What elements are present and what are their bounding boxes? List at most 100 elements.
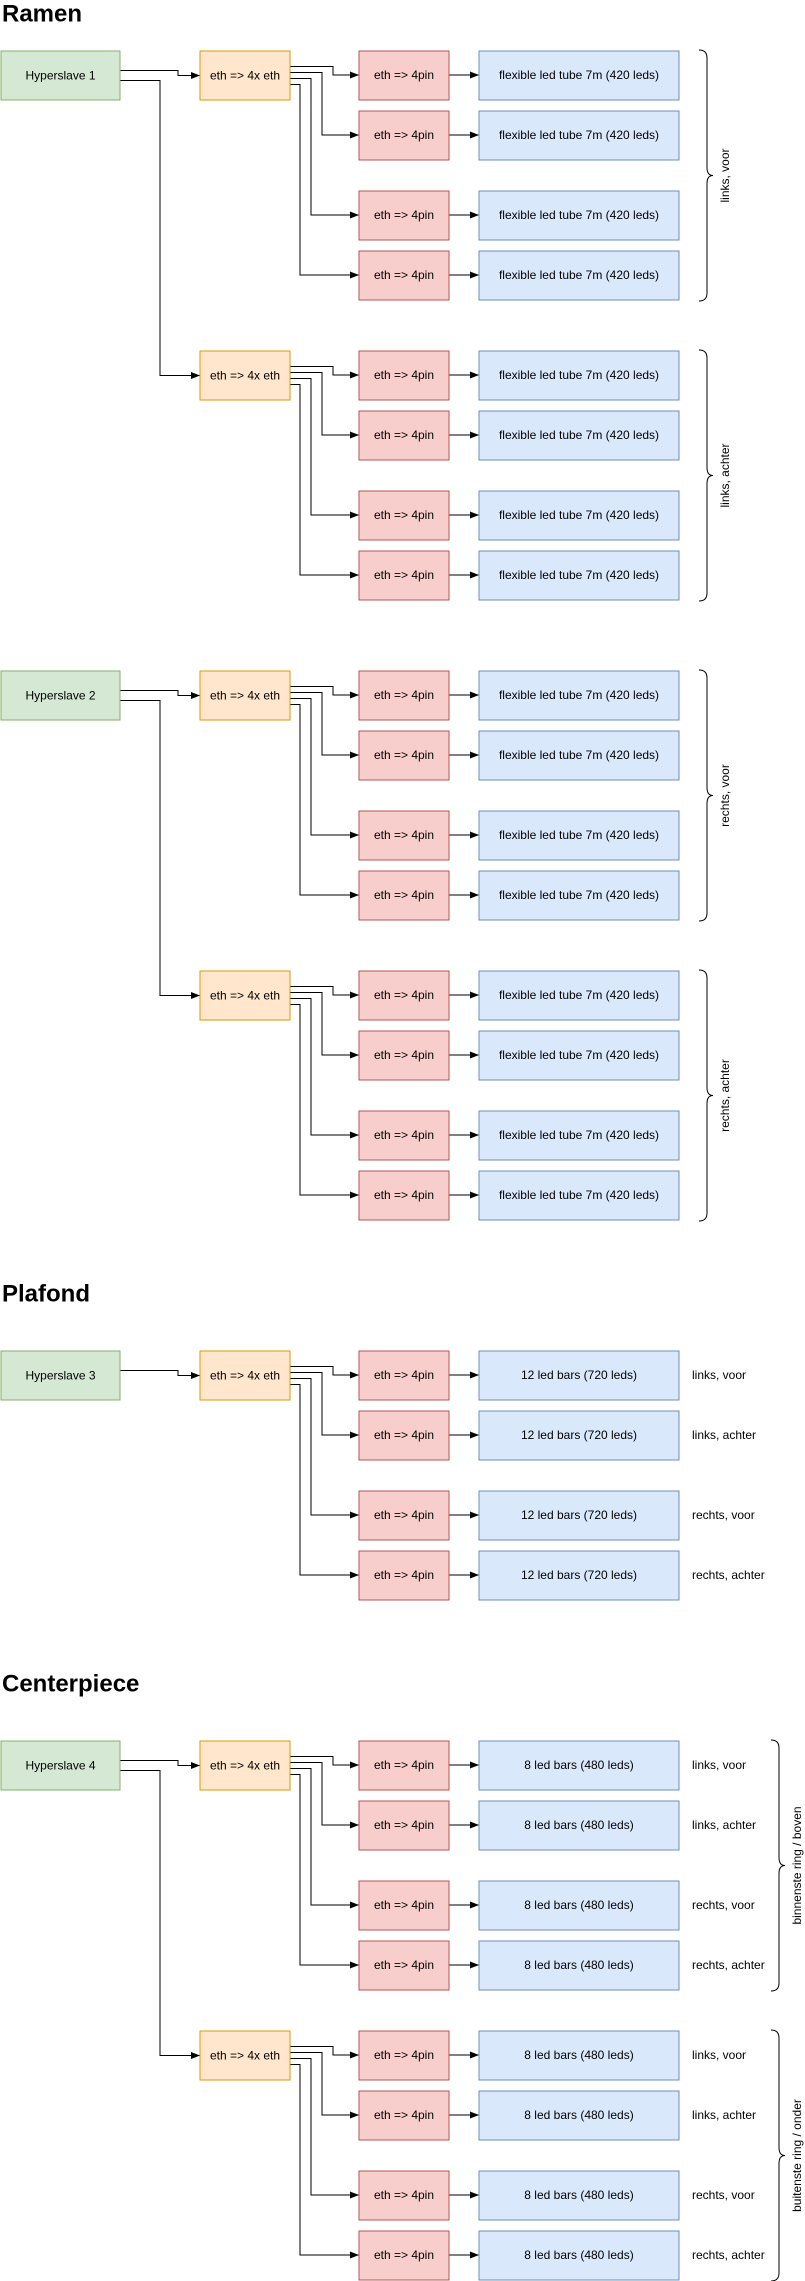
led-box: [478, 110, 680, 161]
led-box: [478, 2230, 680, 2281]
led-label: flexible led tube 7m (420 leds): [499, 368, 659, 382]
group-brace: [698, 49, 714, 302]
splitter-label: eth => 4x eth: [210, 989, 280, 1003]
adapter-box: [358, 1550, 450, 1601]
hyperslave-to-splitter-line: [120, 700, 200, 999]
connector-layer: [120, 49, 786, 2281]
splitter-to-adapter-line: [290, 1384, 359, 1579]
led-label: 12 led bars (720 leds): [521, 1568, 637, 1582]
group-brace: [698, 349, 714, 602]
splitter-to-adapter-line: [290, 992, 359, 1059]
side-label: links, achter: [692, 2108, 756, 2122]
led-label: flexible led tube 7m (420 leds): [499, 208, 659, 222]
led-box: [478, 350, 680, 401]
adapter-box: [358, 50, 450, 101]
led-label: flexible led tube 7m (420 leds): [499, 128, 659, 142]
adapter-box: [358, 730, 450, 781]
adapter-label: eth => 4pin: [374, 1128, 434, 1142]
splitter-to-adapter-line: [290, 66, 359, 79]
adapter-box: [358, 1410, 450, 1461]
led-box: [478, 1800, 680, 1851]
led-label: flexible led tube 7m (420 leds): [499, 568, 659, 582]
adapter-label: eth => 4pin: [374, 568, 434, 582]
brace-label: rechts, voor: [718, 764, 732, 827]
adapter-box: [358, 2170, 450, 2221]
led-box: [478, 490, 680, 541]
side-label: rechts, achter: [692, 1568, 765, 1582]
adapter-label: eth => 4pin: [374, 1508, 434, 1522]
hyperslave-to-splitter-line: [120, 80, 200, 379]
led-box: [478, 870, 680, 921]
led-box: [478, 1110, 680, 1161]
adapter-box: [358, 190, 450, 241]
splitter-label: eth => 4x eth: [210, 1759, 280, 1773]
splitter-to-adapter-line: [290, 1762, 359, 1829]
splitter-to-adapter-line: [290, 1768, 359, 1909]
splitter-label: eth => 4x eth: [210, 689, 280, 703]
led-label: flexible led tube 7m (420 leds): [499, 748, 659, 762]
led-box: [478, 1880, 680, 1931]
hyperslave-box: [0, 1350, 121, 1401]
led-label: flexible led tube 7m (420 leds): [499, 828, 659, 842]
hyperslave-label: Hyperslave 1: [25, 69, 95, 83]
adapter-label: eth => 4pin: [374, 1188, 434, 1202]
led-box: [478, 2030, 680, 2081]
brace-label: binnenste ring / boven: [790, 1806, 804, 1924]
splitter-to-adapter-line: [290, 2046, 359, 2059]
hyperslave-to-splitter-line: [120, 1760, 200, 1769]
hyperslave-label: Hyperslave 4: [25, 1759, 95, 1773]
adapter-label: eth => 4pin: [374, 1818, 434, 1832]
adapter-box: [358, 410, 450, 461]
splitter-label: eth => 4x eth: [210, 1369, 280, 1383]
splitter-to-adapter-line: [290, 72, 359, 139]
adapter-label: eth => 4pin: [374, 508, 434, 522]
adapter-label: eth => 4pin: [374, 2248, 434, 2262]
side-label: links, achter: [692, 1428, 756, 1442]
led-box: [478, 1740, 680, 1791]
brace-label: buitenste ring / onder: [790, 2099, 804, 2212]
adapter-label: eth => 4pin: [374, 1958, 434, 1972]
led-box: [478, 730, 680, 781]
adapter-label: eth => 4pin: [374, 1428, 434, 1442]
splitter-to-adapter-line: [290, 1372, 359, 1439]
led-label: 8 led bars (480 leds): [524, 1758, 633, 1772]
splitter-to-adapter-line: [290, 998, 359, 1139]
adapter-box: [358, 1490, 450, 1541]
adapter-box: [358, 550, 450, 601]
adapter-box: [358, 1740, 450, 1791]
section-title: Centerpiece: [2, 1671, 139, 1698]
adapter-label: eth => 4pin: [374, 428, 434, 442]
led-label: flexible led tube 7m (420 leds): [499, 1048, 659, 1062]
hyperslave-to-splitter-line: [120, 70, 200, 79]
led-label: 8 led bars (480 leds): [524, 2048, 633, 2062]
adapter-label: eth => 4pin: [374, 828, 434, 842]
adapter-box: [358, 350, 450, 401]
adapter-label: eth => 4pin: [374, 208, 434, 222]
adapter-box: [358, 1110, 450, 1161]
led-box: [478, 1940, 680, 1991]
led-box: [478, 1030, 680, 1081]
brace-label: links, achter: [718, 443, 732, 507]
led-box: [478, 1170, 680, 1221]
hyperslave-box: [0, 670, 121, 721]
brace-label: links, voor: [718, 148, 732, 202]
led-label: flexible led tube 7m (420 leds): [499, 428, 659, 442]
adapter-label: eth => 4pin: [374, 688, 434, 702]
led-label: flexible led tube 7m (420 leds): [499, 268, 659, 282]
led-label: 8 led bars (480 leds): [524, 1898, 633, 1912]
adapter-box: [358, 110, 450, 161]
hyperslave-box: [0, 1740, 121, 1791]
adapter-label: eth => 4pin: [374, 2048, 434, 2062]
splitter-to-adapter-line: [290, 1756, 359, 1769]
adapter-box: [358, 970, 450, 1021]
led-box: [478, 2170, 680, 2221]
hyperslave-label: Hyperslave 3: [25, 1369, 95, 1383]
led-label: 8 led bars (480 leds): [524, 2248, 633, 2262]
led-box: [478, 1350, 680, 1401]
splitter-to-adapter-line: [290, 698, 359, 839]
adapter-label: eth => 4pin: [374, 748, 434, 762]
side-label: rechts, achter: [692, 2248, 765, 2262]
led-label: flexible led tube 7m (420 leds): [499, 508, 659, 522]
adapter-label: eth => 4pin: [374, 268, 434, 282]
led-label: flexible led tube 7m (420 leds): [499, 888, 659, 902]
